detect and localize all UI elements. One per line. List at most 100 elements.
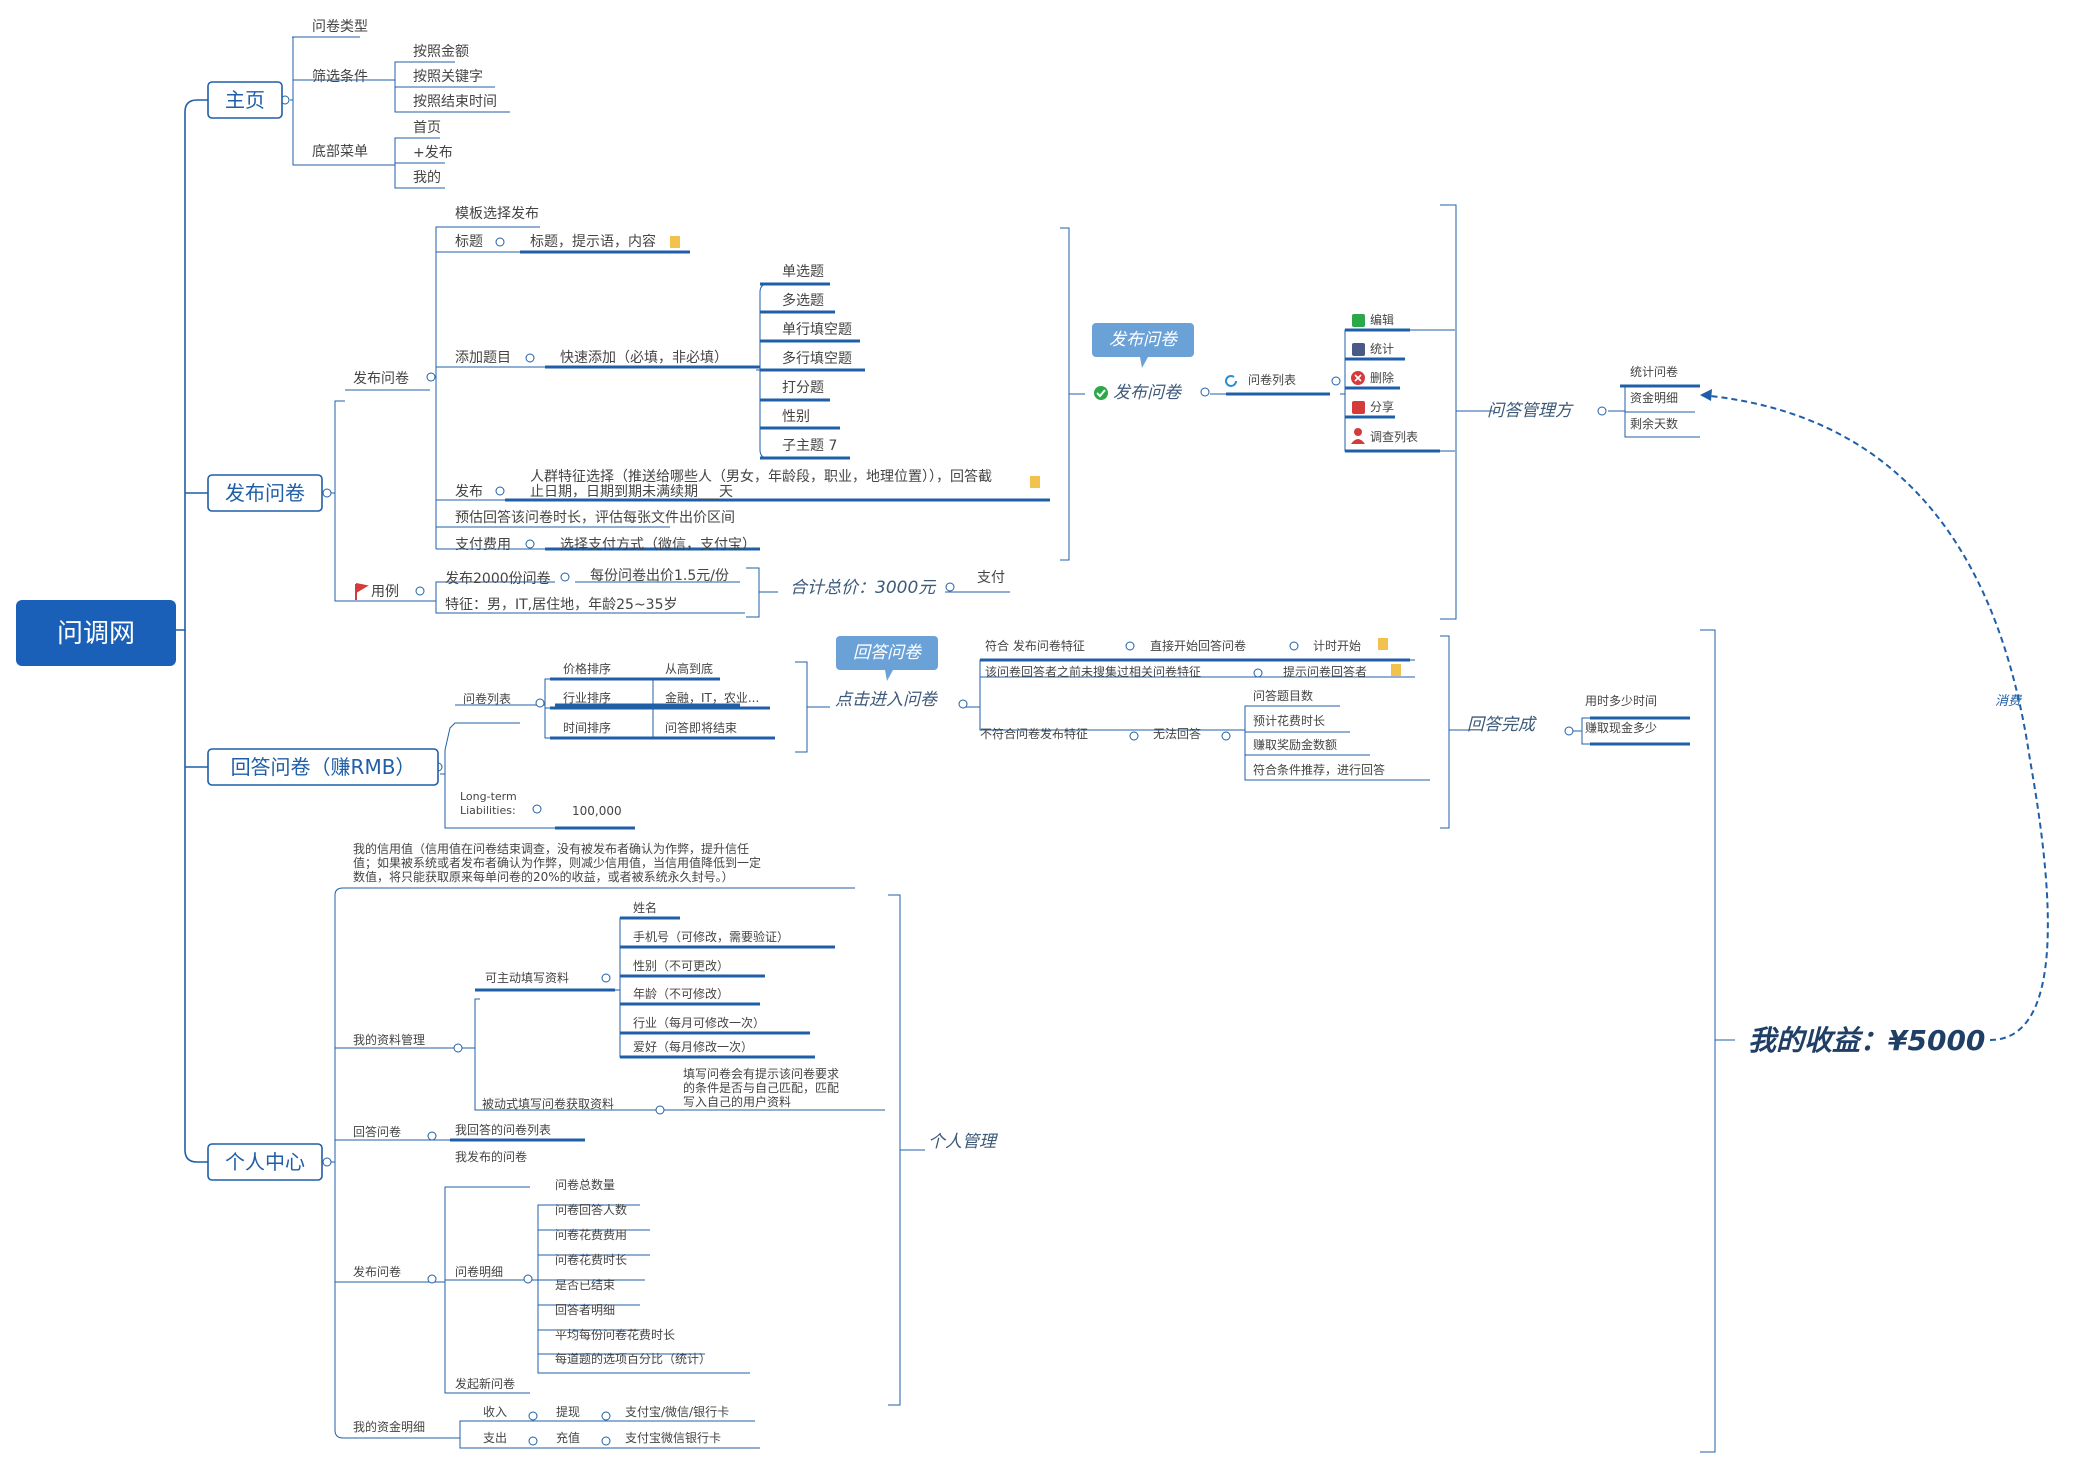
node-party[interactable]: 问答管理方 — [1487, 401, 1574, 421]
node-answered-list[interactable]: 我回答的问卷列表 — [455, 1122, 551, 1137]
field-3[interactable]: 性别（不可更改） — [633, 959, 729, 973]
stat-surveys[interactable]: 统计问卷 — [1630, 364, 1678, 379]
node-nomatch[interactable]: 不符合问卷发布特征 — [980, 726, 1088, 741]
action-share[interactable]: 分享 — [1370, 399, 1394, 414]
node-release-detail-1[interactable]: 人群特征选择（推送给哪些人（男女，年龄段，职业，地理位置）），回答截 — [530, 468, 992, 485]
node-pay[interactable]: 支付费用 — [455, 537, 511, 553]
toggle-recharge[interactable] — [601, 1436, 611, 1446]
filter-item-3[interactable]: 按照结束时间 — [413, 94, 497, 110]
toggle-publish-survey[interactable] — [426, 372, 436, 382]
toggle-answered[interactable] — [427, 1131, 437, 1141]
field-1[interactable]: 姓名 — [633, 900, 657, 915]
node-example[interactable]: 用例 — [371, 584, 399, 600]
menu-item-2[interactable]: +发布 — [413, 145, 453, 161]
node-published[interactable]: 发布问卷 — [353, 1264, 401, 1279]
node-liab-2[interactable]: Liabilities: — [460, 804, 516, 817]
action-delete[interactable]: 删除 — [1370, 370, 1394, 385]
sort-time[interactable]: 时间排序 — [563, 720, 611, 735]
node-credit-3[interactable]: 数值，将只能获取原来每单问卷的20%的收益，或者被系统永久封号。） — [353, 869, 734, 884]
node-profile[interactable]: 我的资料管理 — [353, 1032, 425, 1047]
toggle-add-question[interactable] — [525, 353, 535, 363]
toggle-total[interactable] — [945, 582, 955, 592]
section-personal[interactable]: 个人中心 — [207, 1143, 323, 1181]
cannot-item-3[interactable]: 赚取奖励金数额 — [1253, 737, 1337, 752]
node-active-fill[interactable]: 可主动填写资料 — [485, 971, 569, 985]
toggle-withdraw[interactable] — [601, 1411, 611, 1421]
node-title-detail[interactable]: 标题，提示语，内容 — [530, 233, 656, 250]
action-survey-list[interactable]: 调查列表 — [1370, 430, 1418, 444]
detail-item-6[interactable]: 回答者明细 — [555, 1302, 615, 1317]
qtype-2[interactable]: 多选题 — [782, 292, 824, 309]
node-withdraw-to[interactable]: 支付宝/微信/银行卡 — [625, 1405, 729, 1419]
node-cannot[interactable]: 无法回答 — [1153, 726, 1201, 741]
node-pay-method[interactable]: 选择支付方式（微信，支付宝） — [560, 537, 756, 553]
field-5[interactable]: 行业（每月可修改一次） — [633, 1015, 765, 1030]
sort-price[interactable]: 价格排序 — [563, 661, 611, 676]
done-item-1[interactable]: 用时多少时间 — [1585, 694, 1657, 708]
node-done[interactable]: 回答完成 — [1467, 715, 1538, 735]
node-my-published[interactable]: 我发布的问卷 — [455, 1149, 527, 1164]
toggle-direct[interactable] — [1289, 641, 1299, 651]
detail-item-2[interactable]: 问卷回答人数 — [555, 1202, 627, 1217]
node-direct[interactable]: 直接开始回答问卷 — [1150, 638, 1246, 653]
node-example-1[interactable]: 发布2000份问卷 — [445, 571, 551, 587]
node-credit-2[interactable]: 值；如果被系统或者发布者确认为作弊，则减少信用值，当信用值降低到一定 — [353, 855, 761, 870]
field-2[interactable]: 手机号（可修改，需要验证） — [633, 929, 789, 944]
toggle-detail[interactable] — [523, 1274, 533, 1284]
detail-item-4[interactable]: 问卷花费时长 — [555, 1252, 627, 1267]
toggle-passive-fill[interactable] — [655, 1105, 665, 1115]
node-manage-list[interactable]: 问卷列表 — [1248, 372, 1296, 387]
node-passive-2[interactable]: 的条件是否与自己匹配，匹配 — [683, 1080, 839, 1095]
stat-days[interactable]: 剩余天数 — [1630, 416, 1678, 431]
node-new-survey[interactable]: 发起新问卷 — [455, 1376, 515, 1391]
node-liab-value[interactable]: 100,000 — [572, 804, 622, 818]
node-detail[interactable]: 问卷明细 — [455, 1264, 503, 1279]
toggle-funds-in[interactable] — [528, 1411, 538, 1421]
toggle-personal[interactable] — [322, 1157, 332, 1167]
node-credit-1[interactable]: 我的信用值（信用值在问卷结束调查，没有被发布者确认为作弊，提升信任 — [353, 841, 749, 856]
toggle-title[interactable] — [495, 237, 505, 247]
node-release[interactable]: 发布 — [455, 484, 483, 500]
toggle-nomatch[interactable] — [1129, 731, 1139, 741]
node-expense[interactable]: 支出 — [483, 1431, 507, 1445]
node-personal-mgmt[interactable]: 个人管理 — [928, 1132, 998, 1152]
filter-item-2[interactable]: 按照关键字 — [413, 69, 483, 85]
menu-item-1[interactable]: 首页 — [413, 120, 441, 136]
toggle-done[interactable] — [1564, 726, 1574, 736]
section-answer[interactable]: 回答问卷（赚RMB） — [207, 748, 439, 786]
toggle-match[interactable] — [1125, 641, 1135, 651]
node-income[interactable]: 收入 — [483, 1405, 507, 1419]
detail-item-5[interactable]: 是否已结束 — [555, 1278, 615, 1292]
node-pay-action[interactable]: 支付 — [977, 570, 1005, 586]
root-node[interactable]: 问调网 — [16, 600, 176, 666]
collapse-toggles[interactable] — [280, 95, 1607, 1446]
node-already[interactable]: 该问卷回答者之前未搜集过相关问卷特征 — [985, 664, 1201, 679]
section-home[interactable]: 主页 — [207, 81, 283, 119]
qtype-3[interactable]: 单行填空题 — [782, 322, 852, 338]
toggle-enter[interactable] — [958, 699, 968, 709]
toggle-publish[interactable] — [322, 488, 332, 498]
qtype-4[interactable]: 多行填空题 — [782, 350, 852, 367]
node-passive-1[interactable]: 填写问卷会有提示该问卷要求 — [683, 1066, 839, 1081]
action-edit[interactable]: 编辑 — [1370, 312, 1394, 327]
toggle-example-1[interactable] — [560, 572, 570, 582]
done-item-2[interactable]: 赚取现金多少 — [1585, 720, 1657, 735]
sort-industry-value[interactable]: 金融，IT，农业... — [665, 690, 759, 705]
detail-item-7[interactable]: 平均每份问卷花费时长 — [555, 1327, 675, 1342]
cannot-item-1[interactable]: 问答题目数 — [1253, 688, 1313, 703]
section-publish[interactable]: 发布问卷 — [207, 474, 323, 512]
toggle-manage-list[interactable] — [1331, 376, 1341, 386]
node-passive-fill[interactable]: 被动式填写问卷获取资料 — [482, 1096, 614, 1111]
income-label[interactable]: 我的收益：¥5000 — [1748, 1024, 1985, 1057]
node-recharge[interactable]: 充值 — [556, 1430, 580, 1445]
toggle-party[interactable] — [1597, 406, 1607, 416]
cannot-item-2[interactable]: 预计花费时长 — [1253, 713, 1325, 728]
node-answer-list[interactable]: 问卷列表 — [463, 691, 511, 706]
toggle-pay[interactable] — [525, 539, 535, 549]
toggle-published[interactable] — [427, 1274, 437, 1284]
node-withdraw[interactable]: 提现 — [556, 1404, 580, 1419]
menu-item-3[interactable]: 我的 — [413, 170, 441, 186]
node-quick-add[interactable]: 快速添加（必填，非必填） — [560, 350, 728, 366]
sort-time-value[interactable]: 问答即将结束 — [665, 720, 737, 735]
toggle-example[interactable] — [415, 586, 425, 596]
